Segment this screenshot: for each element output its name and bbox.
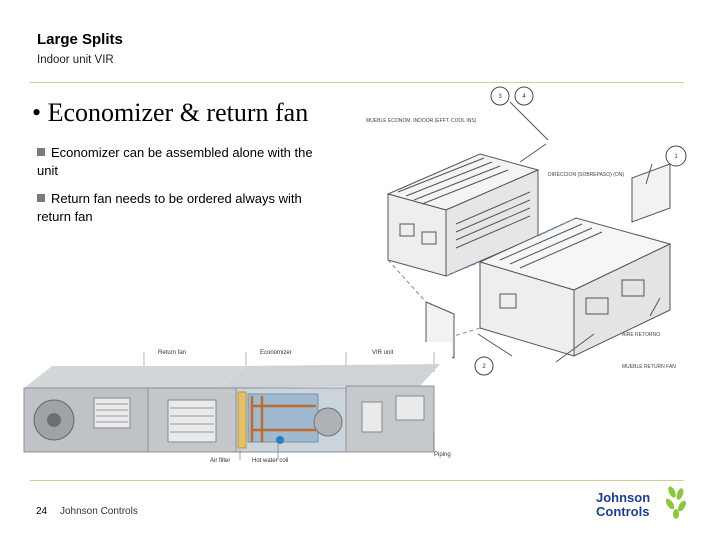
- callout-air-filter: Air filter: [210, 458, 230, 464]
- logo-leaf-icon: [665, 486, 686, 519]
- callout-number: 1: [674, 154, 678, 160]
- return-fan-wheel: [33, 399, 75, 441]
- section-heading: • Economizer & return fan: [32, 98, 309, 127]
- callout-number: 2: [482, 364, 486, 370]
- label-return-air: AIRE RETORNO: [622, 332, 660, 338]
- label-economizer-module: MUEBLE ECONOM. INDOOR (EFFT. COOL INS): [366, 118, 477, 124]
- exploded-diagram: 3 4 1 2 MUEBLE ECONOM. INDOOR (EFFT. COO…: [366, 86, 687, 376]
- callout-piping: Piping: [434, 452, 451, 458]
- hot-water-coil: [247, 393, 319, 443]
- unit-rendering: Return fan Economizer VIR unit: [16, 342, 452, 464]
- section-label-economizer: Economizer: [260, 350, 292, 356]
- bullet-text: Return fan needs to be ordered always wi…: [37, 191, 302, 224]
- top-divider: [30, 82, 684, 83]
- bullet-text: Economizer can be assembled alone with t…: [37, 145, 313, 178]
- bottom-divider: [30, 480, 684, 481]
- side-panel-drawing: [631, 163, 671, 223]
- economizer-module-drawing: [386, 153, 540, 277]
- callout-number: 3: [498, 94, 502, 100]
- company-logo: Johnson Controls: [596, 491, 650, 519]
- callout-hot-water-coil: Hot water coil: [252, 458, 288, 464]
- slide-subtitle: Indoor unit VIR: [37, 54, 114, 66]
- piping: [250, 396, 316, 442]
- label-return-fan-module: MUEBLE RETURN FAN: [622, 364, 676, 370]
- logo-line-1: Johnson: [596, 490, 651, 505]
- bullet-square-icon: [37, 148, 45, 156]
- air-filter: [237, 391, 247, 449]
- page-number: 24: [36, 506, 48, 517]
- footer-company: Johnson Controls: [60, 506, 138, 517]
- slide-title: Large Splits: [37, 31, 123, 48]
- section-label-return-fan: Return fan: [158, 350, 186, 356]
- bullet-economizer: Economizer can be assembled alone with t…: [37, 144, 337, 180]
- section-label-vir-unit: VIR unit: [372, 350, 394, 356]
- label-direction: DIRECCION (SOBREPASO) (ON): [548, 172, 624, 178]
- bullet-return-fan: Return fan needs to be ordered always wi…: [37, 190, 337, 226]
- callout-number: 4: [522, 94, 526, 100]
- logo-line-2: Controls: [596, 504, 650, 519]
- vir-unit-drawing: [478, 217, 672, 357]
- bullet-square-icon: [37, 194, 45, 202]
